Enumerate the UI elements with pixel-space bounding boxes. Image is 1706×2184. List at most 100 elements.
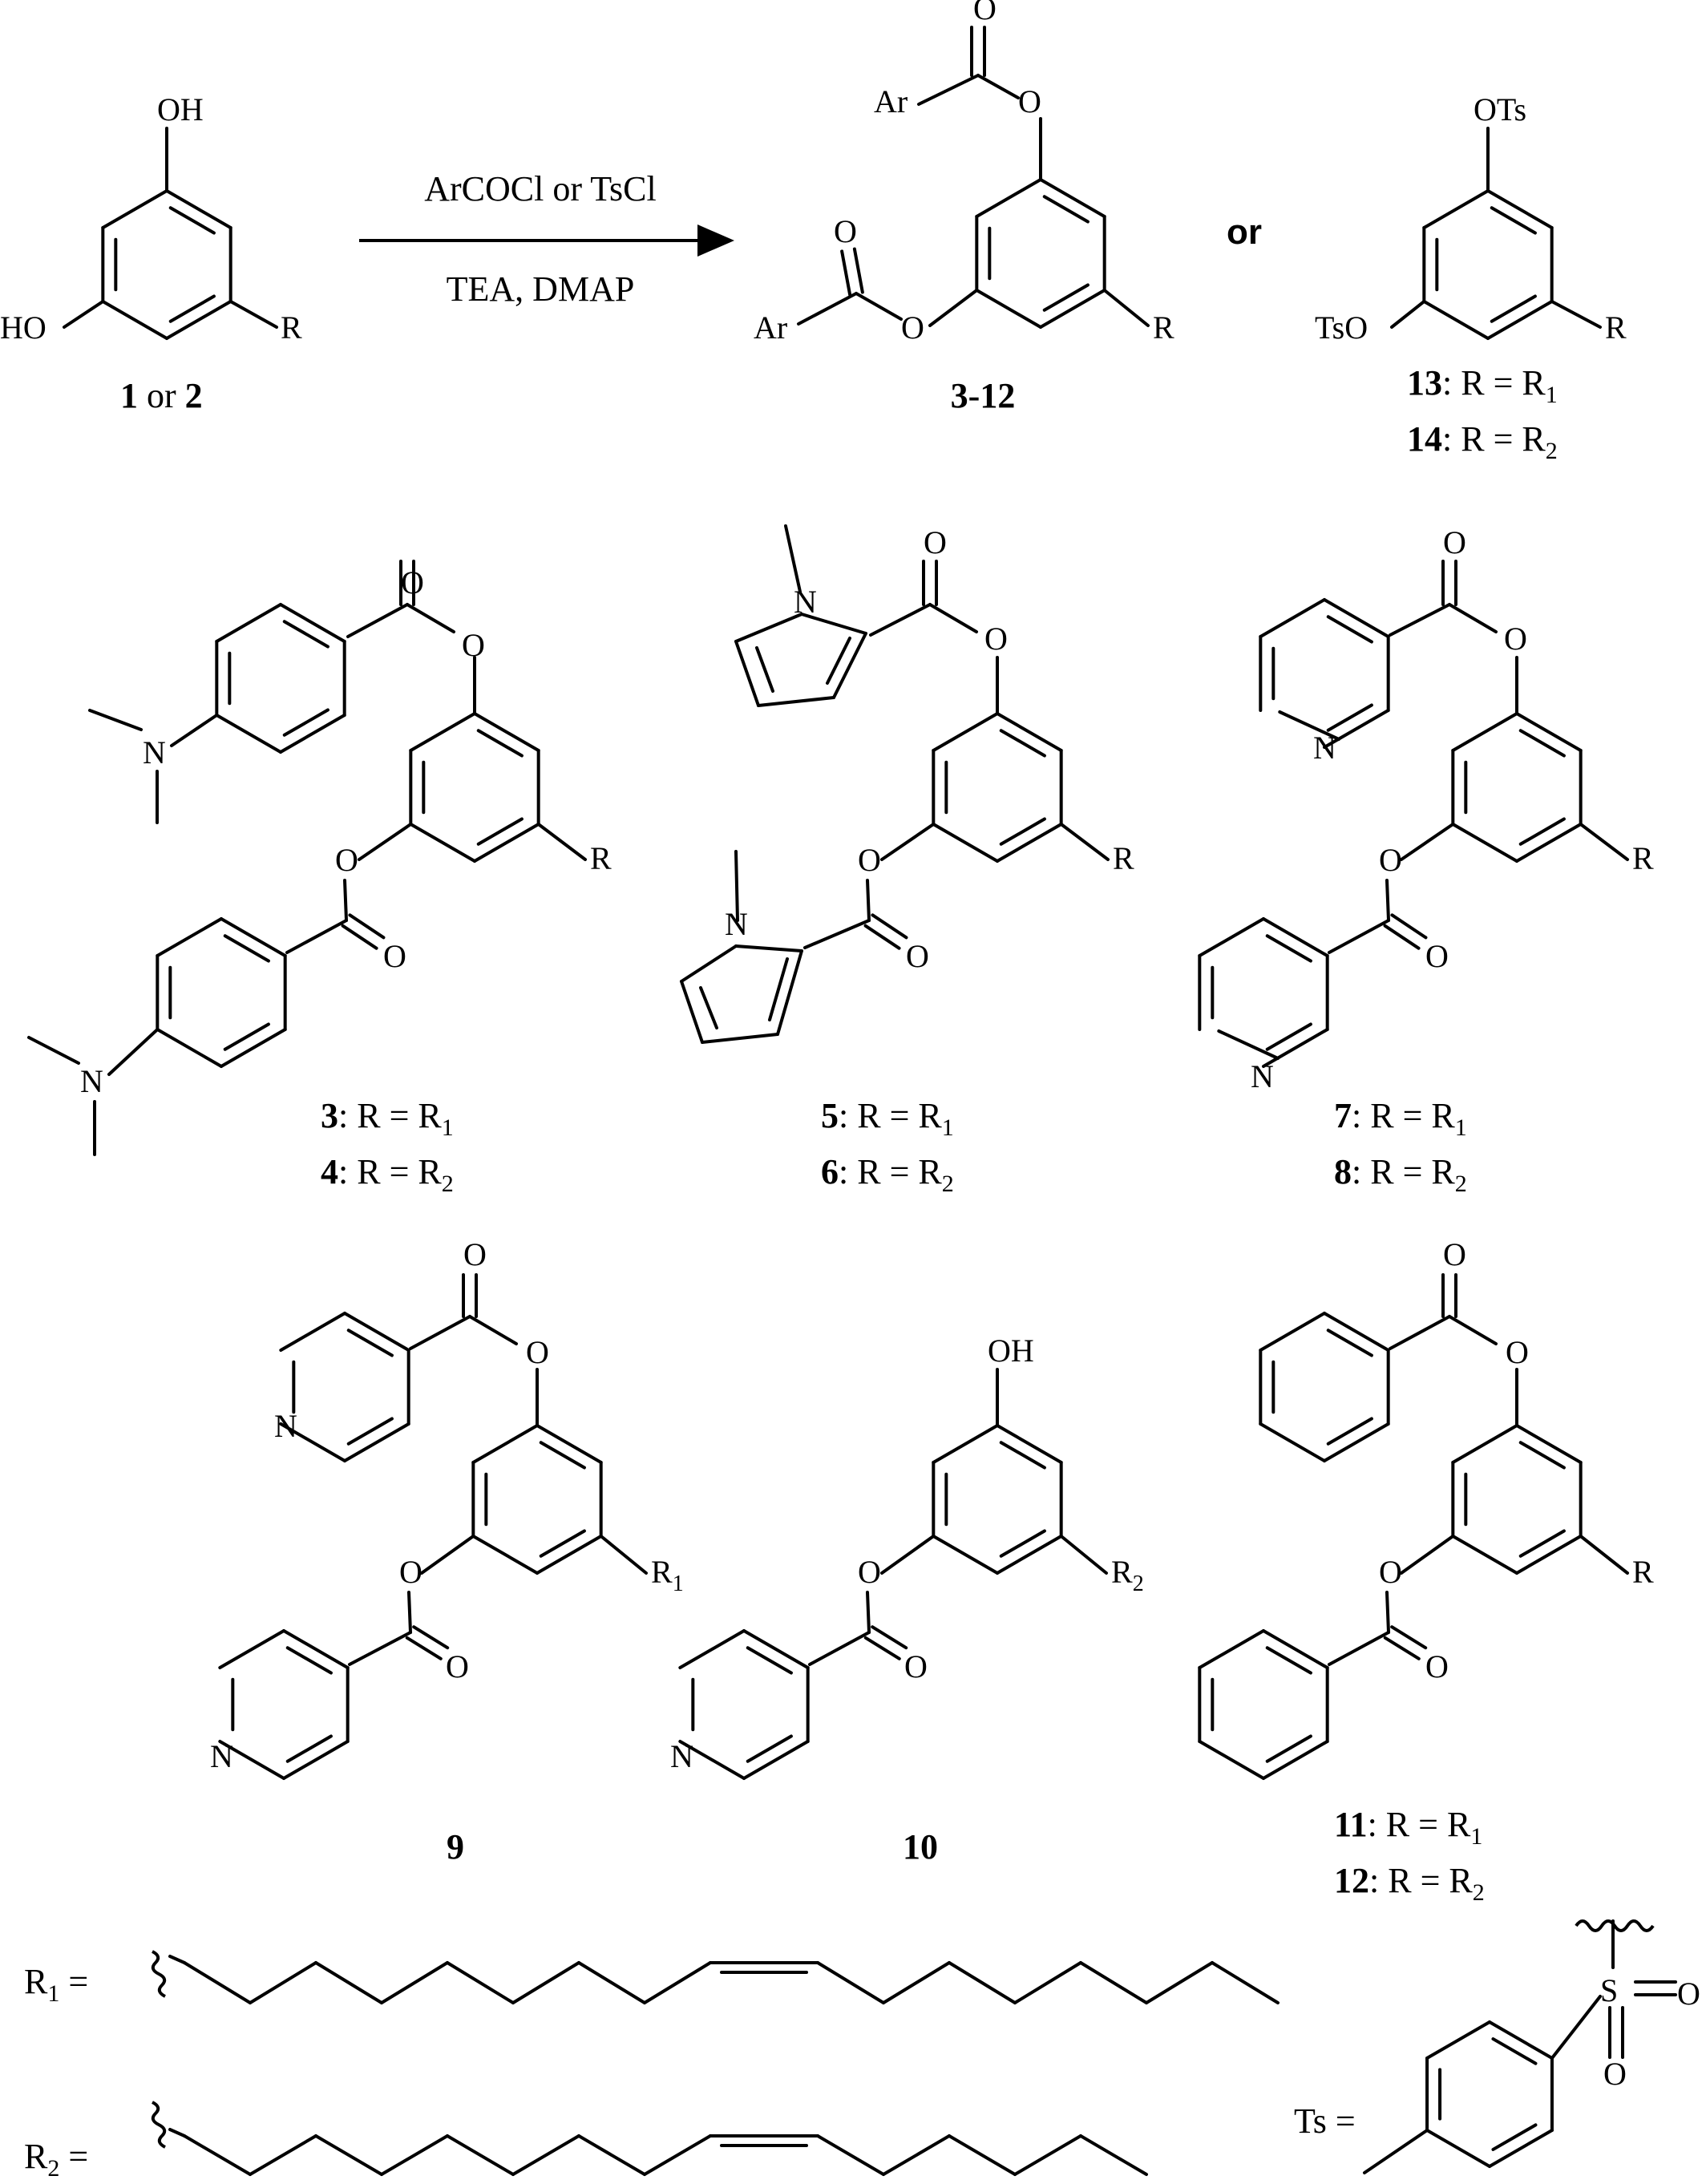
label-13: 13: R = R1 bbox=[1407, 363, 1558, 408]
ring-double-bond bbox=[999, 1529, 1046, 1558]
atom-r: R bbox=[1632, 840, 1654, 876]
ring-bond bbox=[996, 712, 1063, 752]
ring-bond bbox=[1259, 598, 1326, 638]
ring-bond bbox=[1515, 1535, 1583, 1575]
bond bbox=[536, 823, 587, 861]
bond bbox=[1059, 1535, 1108, 1575]
chain-bond bbox=[168, 1955, 186, 1964]
ring-double-bond bbox=[746, 1734, 793, 1763]
bond bbox=[797, 292, 858, 326]
bond bbox=[1328, 1631, 1390, 1666]
ring-double-bond bbox=[1490, 294, 1537, 323]
bond bbox=[406, 603, 455, 633]
atom-oh: OH bbox=[157, 91, 204, 127]
bond bbox=[1579, 823, 1629, 861]
bond bbox=[348, 1631, 412, 1666]
atom-n: N bbox=[80, 1063, 103, 1099]
bond bbox=[1385, 879, 1390, 922]
atom-o: O bbox=[401, 564, 424, 601]
r1-definition: R1 = bbox=[24, 1950, 1280, 2007]
atom-n: N bbox=[1251, 1058, 1274, 1094]
label-10: 10 bbox=[903, 1827, 938, 1867]
ring-double-bond bbox=[1490, 206, 1537, 235]
ts-definition: Ts = S O O bbox=[1294, 1919, 1700, 2174]
ring-bond bbox=[1422, 189, 1490, 229]
ring-double-bond bbox=[285, 1734, 333, 1763]
compound-11-12: O O O R O 11: R = R1 12: R = R2 bbox=[1198, 1236, 1654, 1906]
bond-methyl bbox=[734, 850, 739, 922]
ts-label: Ts = bbox=[1294, 2101, 1356, 2141]
generic-ester-product: Ar O O O Ar O R 3-12 bbox=[754, 0, 1174, 415]
atom-o: O bbox=[335, 842, 358, 878]
bond-carbonyl bbox=[863, 924, 901, 950]
ring-bond bbox=[536, 1424, 603, 1464]
ring-double-bond bbox=[999, 817, 1046, 846]
or-label: or bbox=[1227, 212, 1262, 252]
ring-bond bbox=[1323, 1312, 1390, 1352]
wavy-attachment bbox=[1575, 1919, 1655, 1932]
chain-bond bbox=[816, 1961, 885, 2004]
ring-double-bond bbox=[282, 708, 329, 737]
starting-material: OH HO R 1 or 2 bbox=[0, 91, 302, 415]
bond bbox=[1550, 1995, 1602, 2060]
ring-bond bbox=[932, 823, 999, 863]
label-14: 14: R = R2 bbox=[1407, 419, 1558, 464]
ring-bond bbox=[215, 714, 282, 754]
ring-bond bbox=[1323, 1422, 1390, 1462]
bond-carbonyl bbox=[871, 1625, 908, 1650]
ring-bond bbox=[279, 1422, 346, 1462]
ring-bond bbox=[471, 1424, 539, 1464]
r2-label: R2 = bbox=[24, 2137, 88, 2182]
chain-bond bbox=[577, 1961, 646, 2004]
ring-double-bond bbox=[1265, 934, 1312, 963]
ring-bond bbox=[776, 949, 803, 1036]
atom-ar-top: Ar bbox=[874, 83, 908, 119]
ring-bond bbox=[409, 712, 476, 752]
atom-o: O bbox=[1425, 1648, 1449, 1685]
ring-bond bbox=[1451, 1424, 1518, 1464]
ring-bond bbox=[536, 1535, 603, 1575]
chain-bond bbox=[314, 1961, 383, 2004]
ring-bond bbox=[1486, 300, 1554, 340]
atom-o: O bbox=[1425, 938, 1449, 974]
chain-bond bbox=[1079, 2134, 1148, 2176]
bond-carbonyl bbox=[1383, 924, 1421, 950]
ring-bond bbox=[996, 823, 1063, 863]
label-5: 5: R = R1 bbox=[821, 1096, 954, 1141]
ring-bond bbox=[701, 1033, 779, 1044]
ring-bond bbox=[996, 1535, 1063, 1575]
atom-o: O bbox=[1443, 524, 1466, 560]
ring-bond bbox=[409, 823, 476, 863]
ring-bond bbox=[165, 189, 232, 229]
atom-r1: R1 bbox=[651, 1554, 684, 1596]
ring-double-bond bbox=[1042, 283, 1089, 312]
chain-bond bbox=[643, 2134, 712, 2176]
ring-bond bbox=[343, 1312, 410, 1352]
ring-bond bbox=[1217, 1029, 1280, 1060]
bond bbox=[409, 1315, 471, 1350]
ring-bond bbox=[156, 1028, 223, 1068]
atom-r-product: R bbox=[1153, 309, 1174, 346]
atom-n: N bbox=[210, 1738, 233, 1774]
ring-bond bbox=[1323, 598, 1390, 638]
bond-carbonyl bbox=[348, 913, 386, 940]
ring-bond bbox=[1039, 178, 1106, 218]
ring-double-bond bbox=[539, 1529, 586, 1558]
bond bbox=[1389, 603, 1451, 637]
ring-bond bbox=[1198, 1740, 1265, 1780]
ring-bond bbox=[1262, 1740, 1329, 1780]
ring-double-bond bbox=[223, 934, 270, 963]
label-8: 8: R = R2 bbox=[1334, 1152, 1467, 1197]
atom-o: O bbox=[1504, 621, 1527, 657]
ring-double-bond bbox=[826, 637, 851, 685]
atom-o: O bbox=[1379, 842, 1402, 878]
bond bbox=[928, 603, 978, 633]
compound-9: O O N O R1 O N 9 bbox=[210, 1236, 684, 1867]
atom-oh: OH bbox=[988, 1333, 1034, 1369]
chain-bond bbox=[380, 1961, 449, 2004]
bond bbox=[1390, 300, 1426, 329]
atom-ho: HO bbox=[0, 309, 46, 346]
label-9: 9 bbox=[447, 1827, 464, 1867]
compound-7-8: O O N O R O N 7: R = R1 8: R = R2 bbox=[1198, 524, 1654, 1197]
label-12: 12: R = R2 bbox=[1334, 1861, 1485, 1906]
